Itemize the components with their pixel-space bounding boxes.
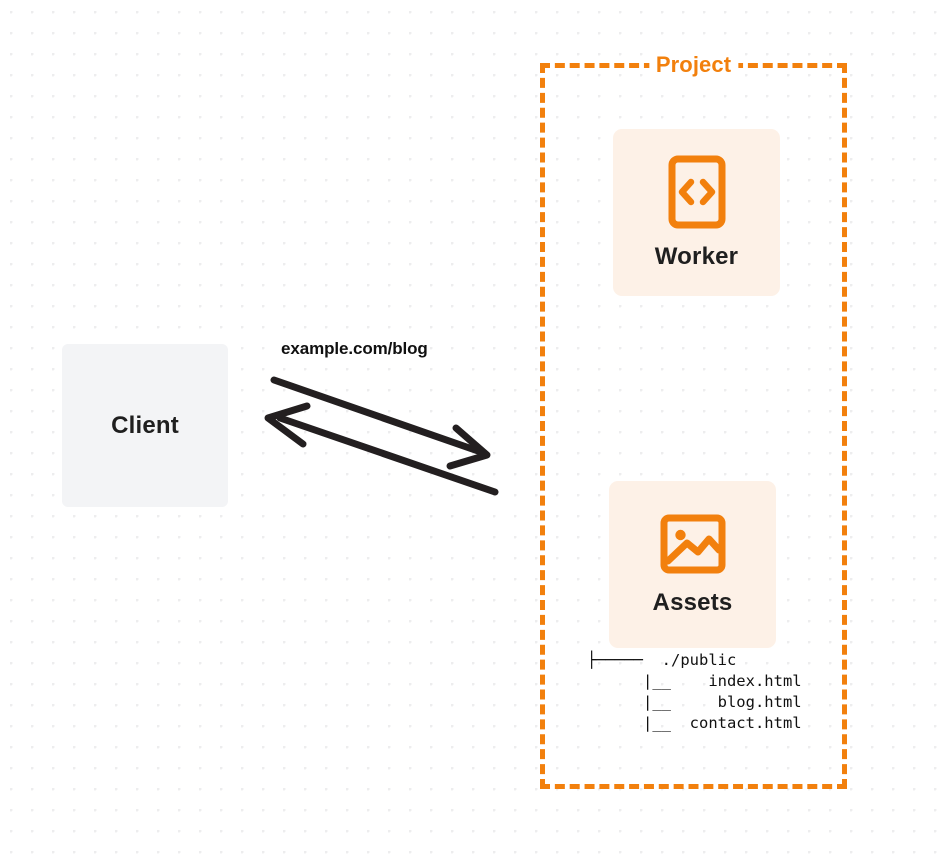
node-assets[interactable]: Assets: [609, 481, 776, 648]
node-worker-label: Worker: [654, 242, 739, 270]
project-boundary: Project: [540, 52, 847, 789]
arrow-request-to-project: [270, 376, 491, 470]
image-icon: [660, 513, 726, 575]
assets-file-tree: ├───── ./public |__ index.html |__ blog.…: [587, 650, 802, 734]
file-tree-line: |__ index.html: [587, 672, 802, 690]
file-tree-line: |__ blog.html: [587, 693, 802, 711]
node-client-label: Client: [111, 411, 179, 439]
file-tree-line: |__ contact.html: [587, 714, 802, 732]
node-assets-label: Assets: [652, 588, 733, 616]
edge-label-request-url: example.com/blog: [281, 339, 428, 358]
project-title: Project: [648, 52, 739, 78]
code-brackets-icon: [668, 155, 726, 229]
node-worker[interactable]: Worker: [613, 129, 780, 296]
node-client[interactable]: Client: [62, 344, 228, 507]
arrow-response-to-client: [264, 402, 499, 496]
file-tree-line: ├───── ./public: [587, 651, 737, 669]
